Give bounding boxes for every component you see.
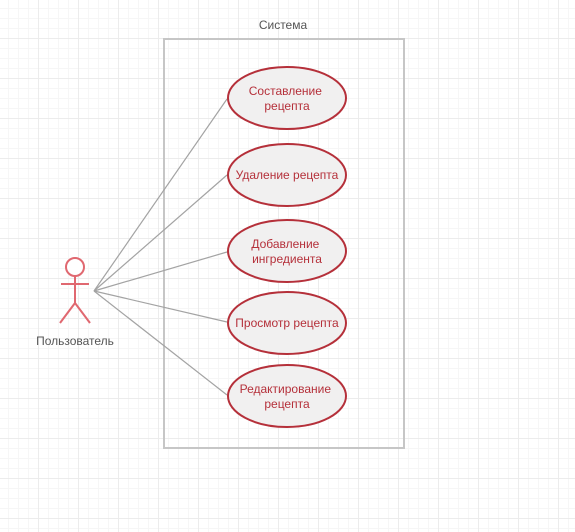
- use-case-delete-recipe[interactable]: Удаление рецепта: [227, 143, 347, 207]
- use-case-label: Удаление рецепта: [236, 168, 339, 182]
- actor-leg-right: [74, 302, 91, 324]
- use-case-label: Просмотр рецепта: [235, 316, 339, 330]
- system-title: Система: [259, 18, 308, 32]
- association-line[interactable]: [93, 174, 228, 292]
- association-line[interactable]: [93, 290, 228, 323]
- use-case-oval: [227, 143, 347, 207]
- actor-user[interactable]: [59, 257, 91, 324]
- use-case-oval: [227, 291, 347, 355]
- use-case-label: Добавление ингредиента: [251, 237, 322, 266]
- use-case-oval: [227, 219, 347, 283]
- use-case-view-recipe[interactable]: Просмотр рецепта: [227, 291, 347, 355]
- use-case-oval: [227, 66, 347, 130]
- use-case-add-ingredient[interactable]: Добавление ингредиента: [227, 219, 347, 283]
- use-case-oval: [227, 364, 347, 428]
- association-line[interactable]: [93, 251, 228, 292]
- actor-leg-left: [59, 302, 76, 324]
- use-case-edit-recipe[interactable]: Редактирование рецепта: [227, 364, 347, 428]
- associations: [93, 98, 228, 396]
- use-case-compose-recipe[interactable]: Составление рецепта: [227, 66, 347, 130]
- actor-head: [65, 257, 85, 277]
- association-line[interactable]: [93, 290, 228, 396]
- use-case-label: Составление рецепта: [249, 84, 326, 113]
- system-boundary[interactable]: [163, 38, 405, 449]
- actor-label: Пользователь: [36, 334, 114, 348]
- use-case-label: Редактирование рецепта: [240, 382, 335, 411]
- association-line[interactable]: [93, 98, 228, 292]
